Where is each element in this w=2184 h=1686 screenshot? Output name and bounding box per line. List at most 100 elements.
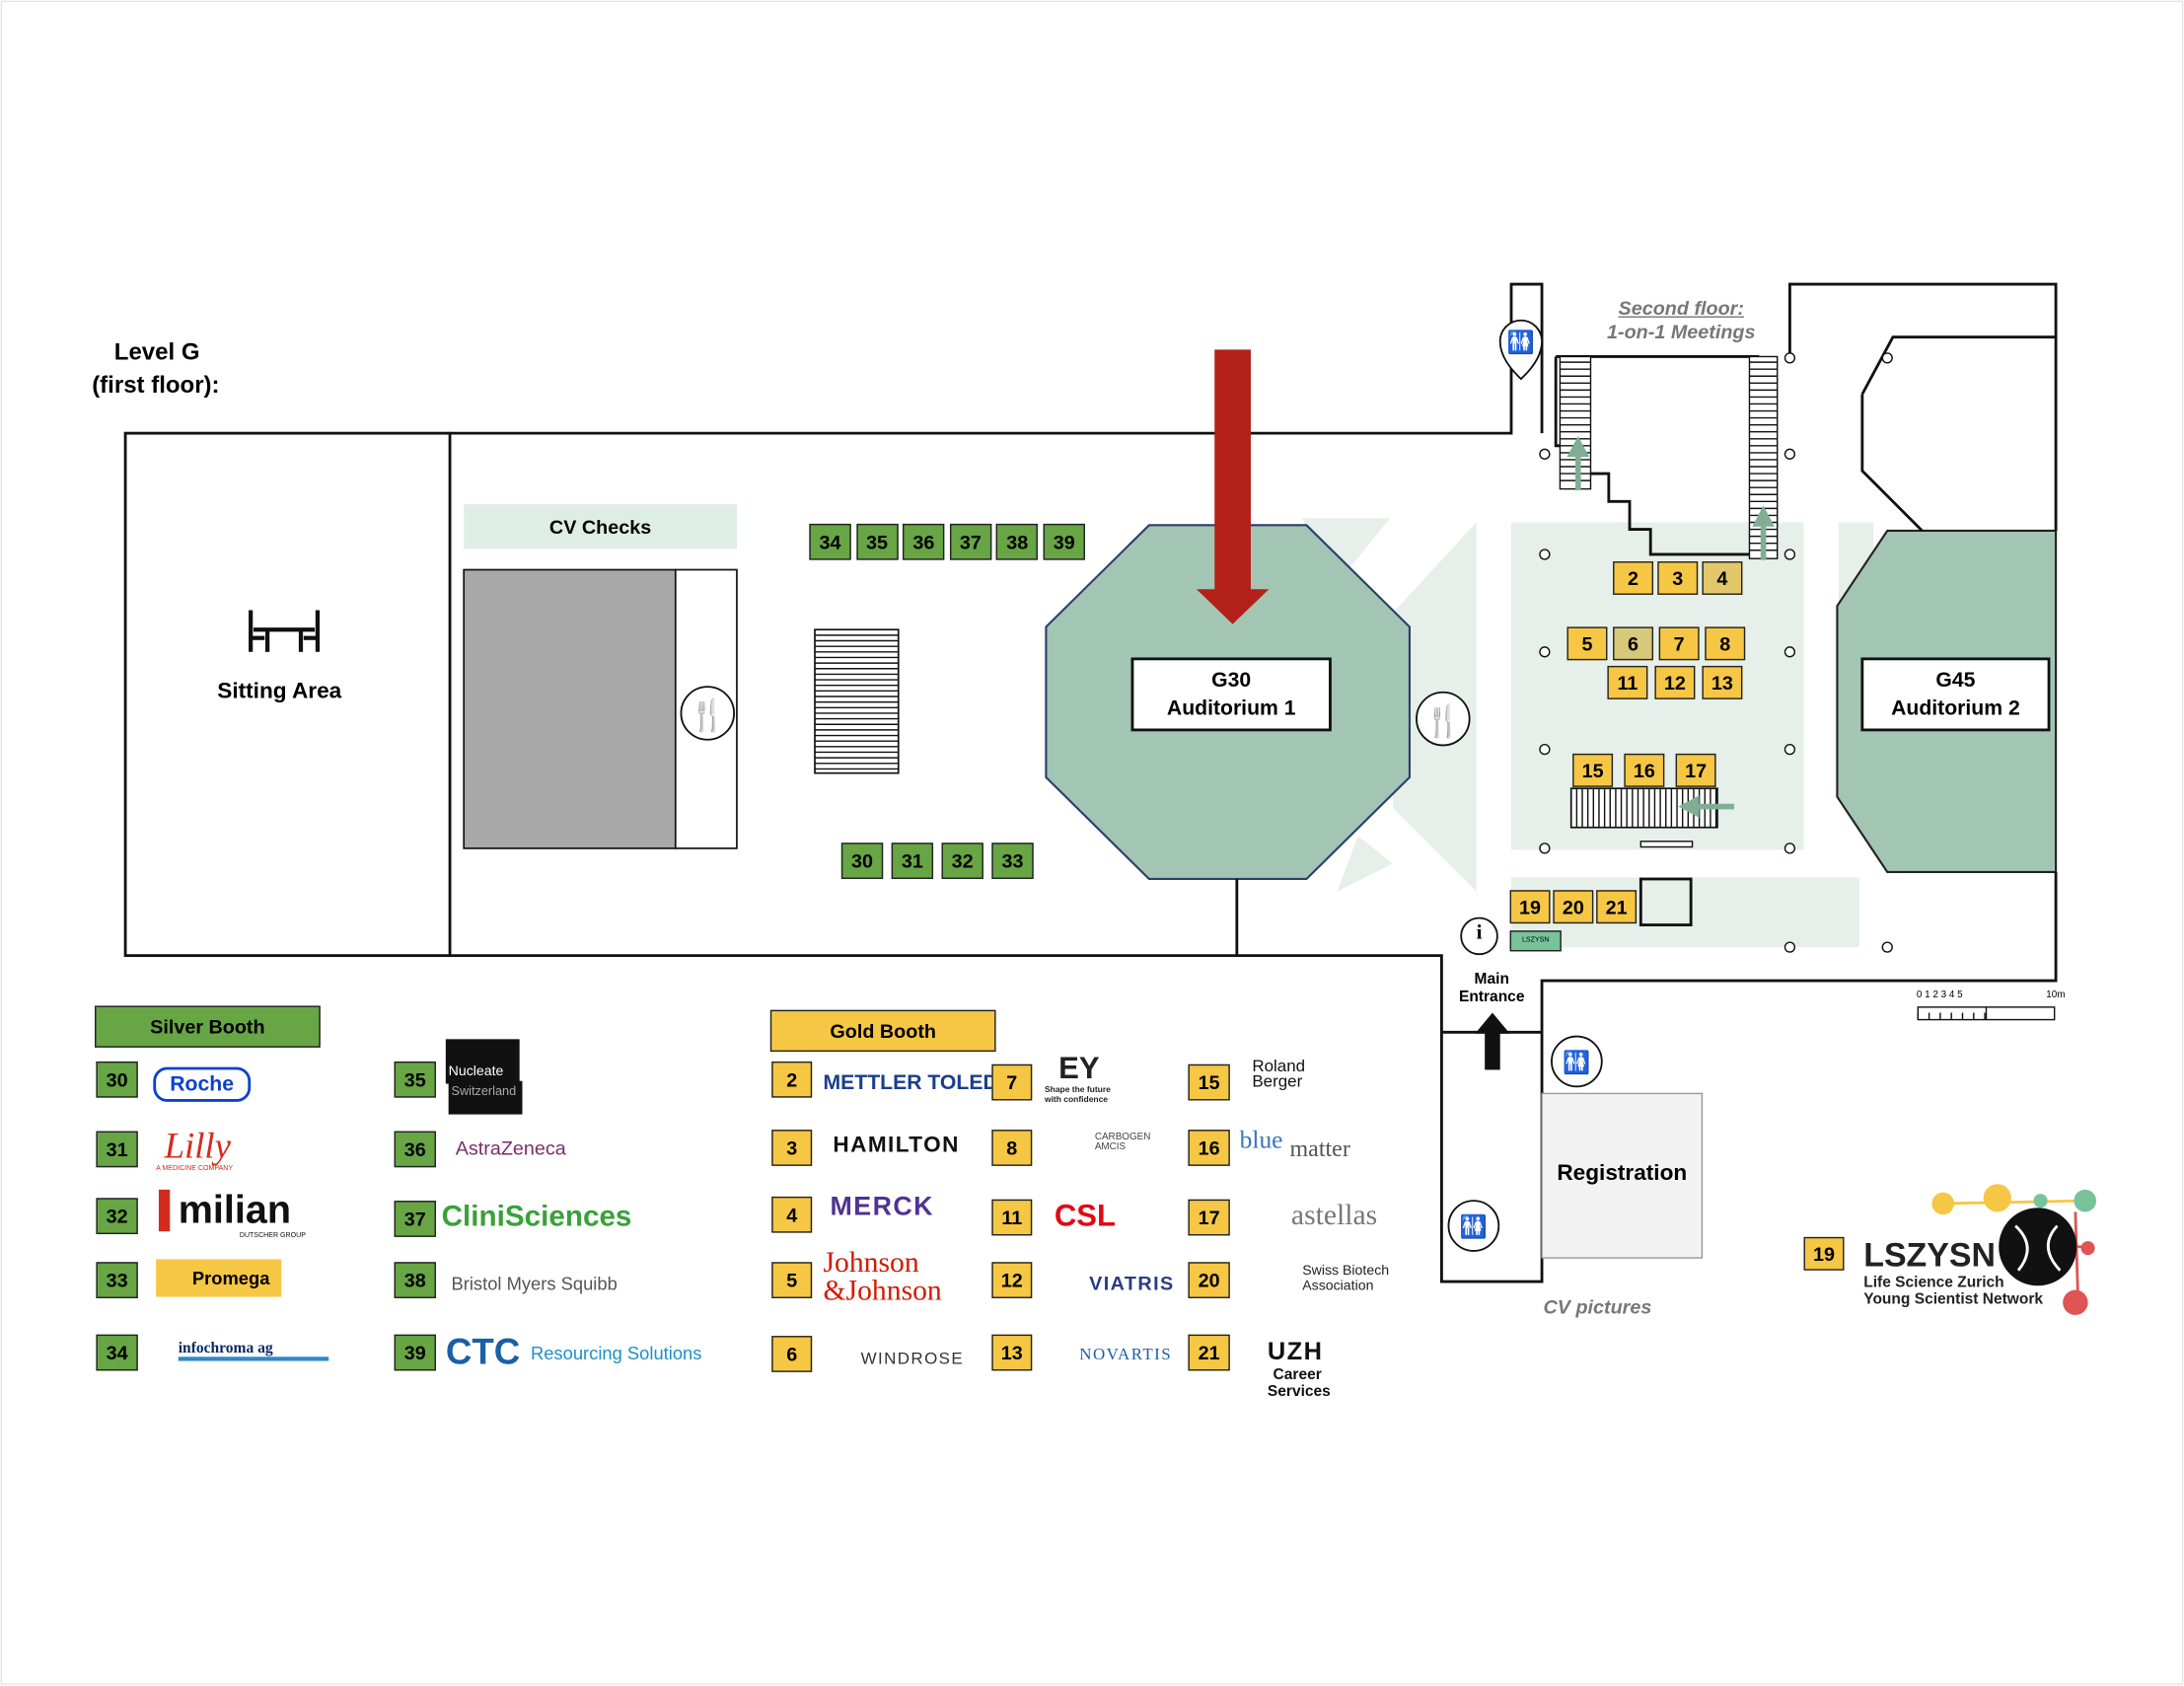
silver-booth-header: Silver Booth <box>95 1005 321 1048</box>
auditorium-g45-label: G45 Auditorium 2 <box>1862 667 2049 722</box>
csl-logo: CSL <box>1054 1198 1117 1233</box>
legend-booth-39: 39 <box>394 1334 436 1371</box>
novartis-logo: NOVARTIS <box>1079 1344 1173 1364</box>
lilly-logo: Lilly <box>164 1125 231 1166</box>
legend-booth-2: 2 <box>771 1061 813 1098</box>
blue-matter-logo-2: matter <box>1289 1135 1350 1162</box>
gold-booth-header: Gold Booth <box>769 1009 996 1053</box>
swiss-biotech-logo-line1: Swiss Biotech <box>1302 1263 1390 1280</box>
map-booth-17: 17 <box>1675 753 1716 787</box>
legend-booth-30: 30 <box>96 1061 138 1098</box>
g45-room-name: Auditorium 2 <box>1891 696 2020 720</box>
map-booth-13: 13 <box>1702 665 1743 699</box>
restroom-icon: 🚻 <box>1498 319 1543 381</box>
blue-matter-logo: blue <box>1239 1125 1283 1154</box>
scale-bar <box>1917 1006 2056 1021</box>
map-booth-31: 31 <box>891 843 934 879</box>
info-icon <box>1460 916 1498 956</box>
map-booth-16: 16 <box>1624 753 1665 787</box>
second-floor-label: Second floor: 1-on-1 Meetings <box>1588 297 1775 344</box>
legend-booth-11: 11 <box>991 1199 1033 1236</box>
level-subtitle: (first floor): <box>92 372 220 399</box>
cv-checks-label: CV Checks <box>548 515 652 539</box>
milian-logo-sub: DUTSCHER GROUP <box>239 1231 306 1240</box>
map-booth-38: 38 <box>996 523 1039 560</box>
second-floor-title: Second floor: <box>1618 296 1744 320</box>
roland-berger-logo-line1: Roland <box>1252 1056 1306 1076</box>
ey-logo: EY <box>1058 1050 1100 1085</box>
food-icon: 🍴 <box>1416 691 1471 747</box>
carbogen-logo-sub: AMCIS <box>1094 1141 1127 1152</box>
map-booth-7: 7 <box>1658 626 1700 661</box>
map-booth-30: 30 <box>840 843 884 879</box>
map-booth-4: 4 <box>1702 561 1743 595</box>
bms-logo: Bristol Myers Squibb <box>451 1273 618 1294</box>
legend-booth-38: 38 <box>394 1262 436 1298</box>
svg-text:🍴: 🍴 <box>1423 702 1462 739</box>
legend-booth-7: 7 <box>991 1063 1033 1101</box>
registration-desk <box>1541 1092 1704 1259</box>
ctc-logo: CTC <box>445 1330 521 1372</box>
milian-logo: milian <box>158 1189 291 1232</box>
registration-label: Registration <box>1557 1161 1688 1186</box>
map-booth-6: 6 <box>1613 626 1654 661</box>
map-booth-32: 32 <box>941 843 983 879</box>
legend-booth-13: 13 <box>991 1334 1033 1371</box>
lszysn-logo-sub1: Life Science Zurich <box>1863 1274 2004 1291</box>
legend-booth-5: 5 <box>771 1262 813 1298</box>
astrazeneca-logo: AstraZeneca <box>455 1136 566 1159</box>
map-booth-3: 3 <box>1657 561 1699 595</box>
infochroma-logo: infochroma ag <box>178 1340 329 1361</box>
lszysn-logo-title: LSZYSN <box>1863 1236 1996 1275</box>
nucleate-logo: Nucleate <box>445 1039 520 1084</box>
uzh-logo-sub2: Services <box>1267 1383 1331 1401</box>
lszysn-logo-graphic <box>1931 1184 2097 1315</box>
legend-booth-12: 12 <box>991 1262 1033 1298</box>
clinisciences-logo: CliniSciences <box>441 1201 632 1233</box>
promega-logo: Promega <box>156 1259 282 1297</box>
g30-room-name: Auditorium 1 <box>1166 696 1296 720</box>
g45-room-number: G45 <box>1935 668 1976 693</box>
cv-pictures-label: CV pictures <box>1543 1295 1652 1318</box>
map-booth-15: 15 <box>1572 753 1614 787</box>
map-booth-37: 37 <box>949 523 992 560</box>
map-booth-36: 36 <box>903 523 945 560</box>
table-icon <box>249 610 321 652</box>
map-booth-39: 39 <box>1043 523 1085 560</box>
svg-text:🚻: 🚻 <box>1507 329 1535 354</box>
ey-logo-sub1: Shape the future <box>1044 1086 1111 1095</box>
sitting-area-label: Sitting Area <box>217 680 342 704</box>
map-booth-12: 12 <box>1654 665 1696 699</box>
nucleate-logo-sub: Switzerland <box>448 1080 523 1115</box>
map-booth-35: 35 <box>855 523 899 560</box>
legend-booth-31: 31 <box>96 1131 138 1168</box>
legend-booth-20: 20 <box>1188 1262 1230 1298</box>
legend-booth-8: 8 <box>991 1130 1033 1166</box>
g30-room-number: G30 <box>1211 668 1252 693</box>
scale-numbers: 0 1 2 3 4 5 <box>1916 990 1963 1000</box>
main-entrance-line1: Main <box>1474 971 1509 989</box>
map-booth-19: 19 <box>1509 890 1551 924</box>
second-floor-subtitle: 1-on-1 Meetings <box>1607 320 1756 343</box>
lszysn-booth-small: LSZYSN <box>1509 930 1562 952</box>
legend-booth-17: 17 <box>1188 1199 1230 1236</box>
hamilton-logo: HAMILTON <box>833 1134 960 1158</box>
roland-berger-logo-line2: Berger <box>1252 1070 1303 1091</box>
legend-booth-34: 34 <box>96 1334 138 1371</box>
map-booth-33: 33 <box>991 843 1034 879</box>
windrose-logo: WINDROSE <box>860 1348 965 1368</box>
legend-booth-19: 19 <box>1803 1236 1845 1271</box>
legend-booth-6: 6 <box>771 1336 813 1372</box>
map-booth-11: 11 <box>1607 665 1648 699</box>
map-booth-21: 21 <box>1596 890 1638 924</box>
main-entrance-line2: Entrance <box>1458 989 1525 1006</box>
map-booth-8: 8 <box>1705 626 1746 661</box>
roche-logo: Roche <box>153 1066 251 1102</box>
map-booth-5: 5 <box>1566 626 1608 661</box>
main-entrance-label: Main Entrance <box>1448 971 1535 1007</box>
you-are-here-arrow <box>1196 349 1270 624</box>
merck-logo: MERCK <box>830 1192 934 1222</box>
scale-end: 10m <box>2046 990 2066 1000</box>
swiss-biotech-logo-line2: Association <box>1302 1279 1374 1294</box>
